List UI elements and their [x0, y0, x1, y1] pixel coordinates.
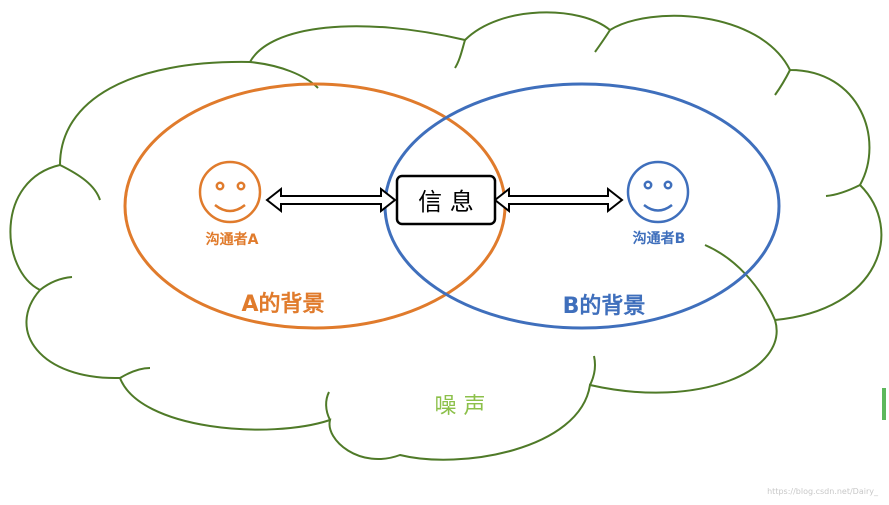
double-arrow-a-to-message — [265, 186, 397, 214]
cloud-seam — [454, 39, 466, 69]
message-label: 信 息 — [418, 188, 474, 216]
cloud-seam — [119, 367, 151, 379]
message-box — [395, 174, 497, 226]
cloud-seam — [774, 69, 791, 96]
noise-cloud-outline — [9, 11, 883, 461]
person-b-label: 沟通者B — [633, 230, 686, 247]
scrollbar-thumb[interactable] — [882, 388, 886, 420]
cloud-seam — [39, 276, 73, 291]
cloud-seam — [825, 184, 861, 197]
cloud-seam — [59, 164, 101, 201]
watermark: https://blog.csdn.net/Dairy_ — [767, 487, 879, 496]
cloud-seam — [325, 391, 331, 421]
noise-cloud — [9, 11, 883, 461]
person-b-background-label: B的背景 — [563, 293, 646, 319]
smiley-face-icon — [198, 160, 262, 224]
double-arrow-message-to-b — [493, 186, 624, 214]
cloud-seam — [589, 355, 596, 386]
noise-label: 噪 声 — [435, 394, 486, 419]
smiley-face-icon — [626, 160, 690, 224]
cloud-seam — [594, 29, 611, 53]
person-a-label: 沟通者A — [206, 231, 259, 248]
person-a-background-label: A的背景 — [241, 291, 324, 317]
